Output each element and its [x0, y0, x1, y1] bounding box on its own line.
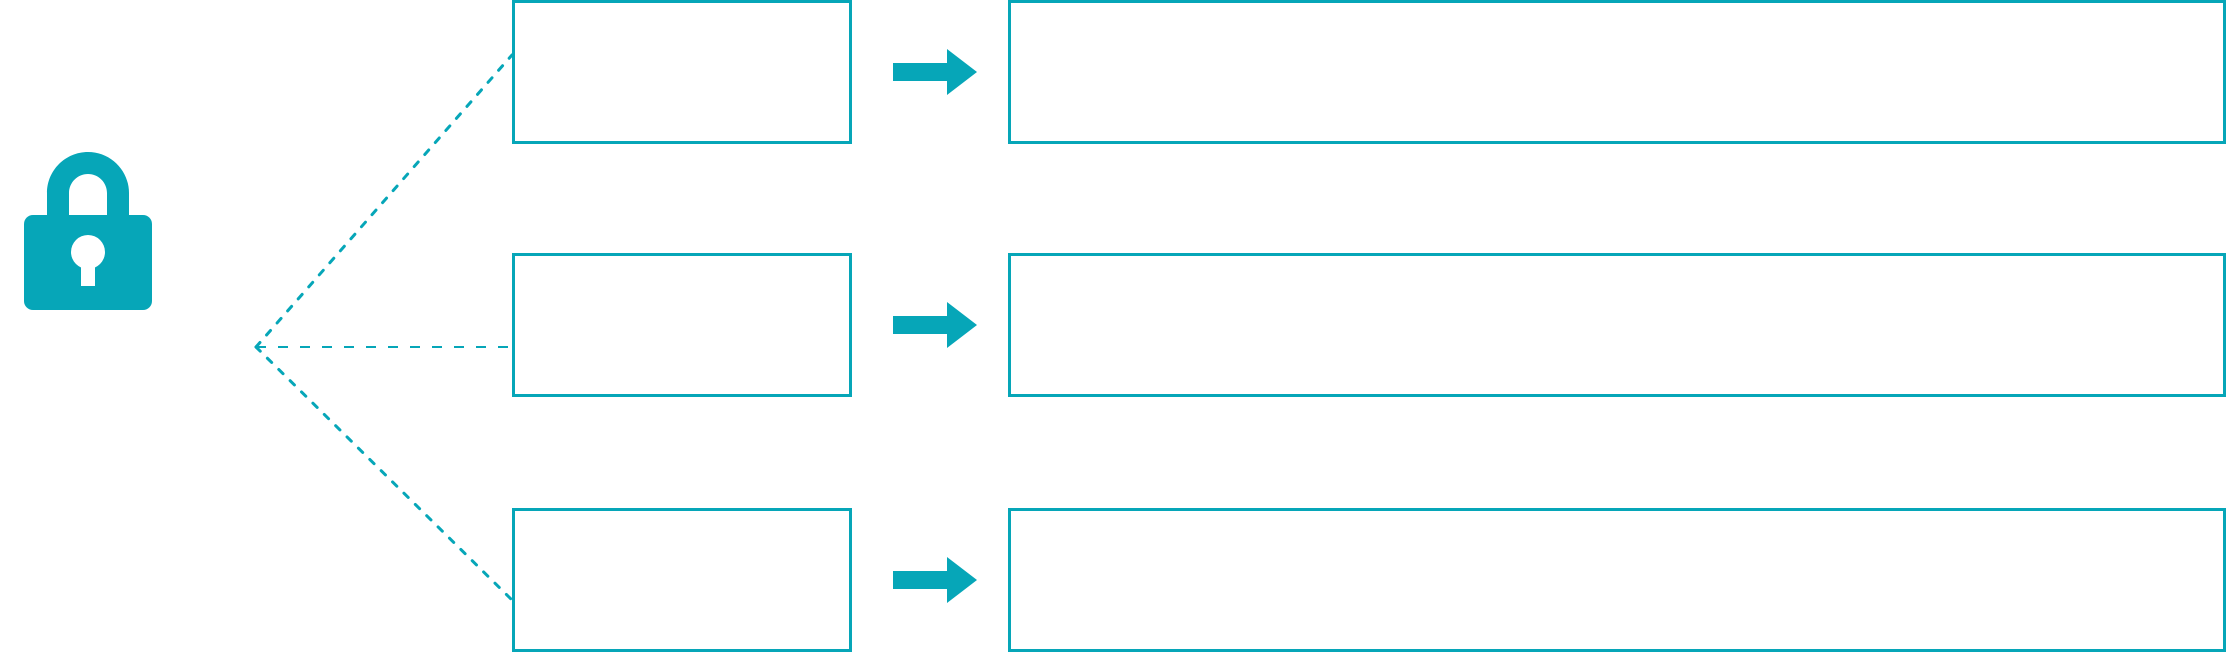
connector-line-row-3	[254, 345, 514, 602]
row-2-small-box[interactable]	[512, 253, 852, 397]
row-3-large-box[interactable]	[1008, 508, 2226, 652]
arrow-right-icon	[893, 302, 977, 348]
row-1-large-box[interactable]	[1008, 0, 2226, 144]
arrow-right-icon	[893, 49, 977, 95]
row-2-large-box[interactable]	[1008, 253, 2226, 397]
row-1-small-box[interactable]	[512, 0, 852, 144]
row-3-small-box[interactable]	[512, 508, 852, 652]
connector-line-row-1	[254, 53, 514, 349]
lock-icon	[24, 152, 152, 310]
arrow-right-icon	[893, 557, 977, 603]
